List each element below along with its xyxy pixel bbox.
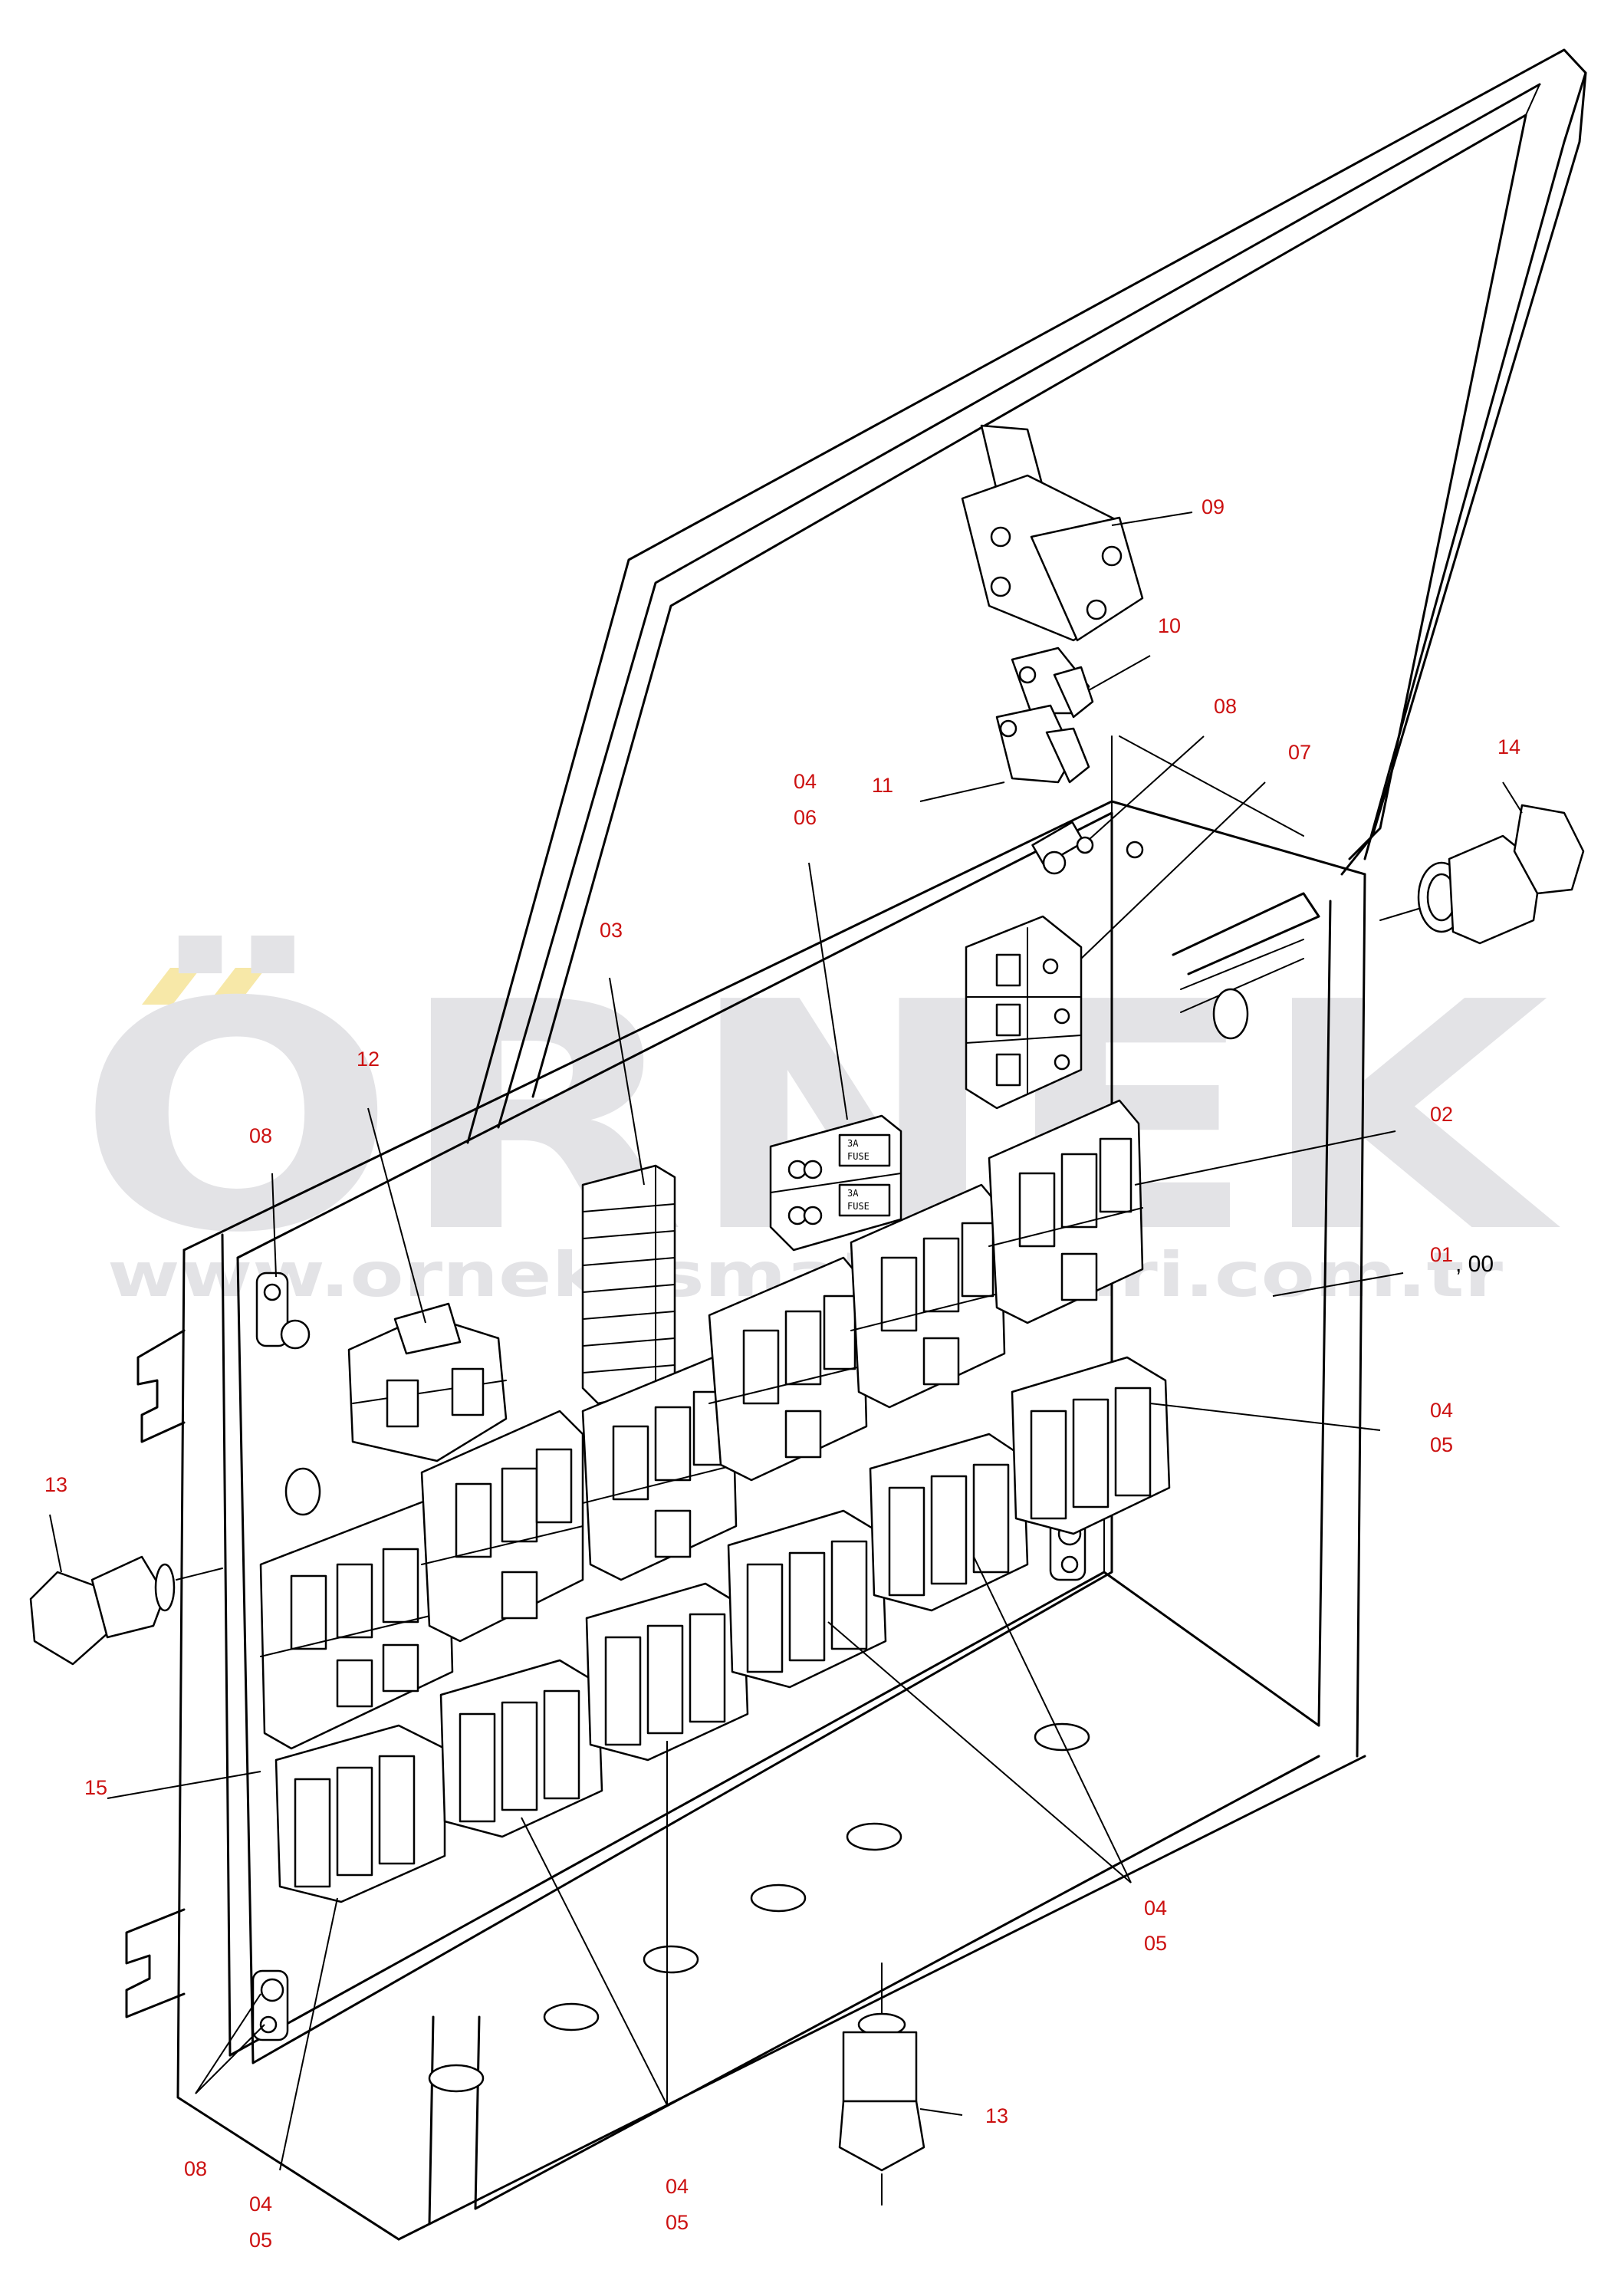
relay-base xyxy=(420,1410,584,1643)
cable-gland-13-bottom xyxy=(838,1962,925,2206)
callout-06: 06 xyxy=(794,806,817,829)
callout-01: 01 xyxy=(1430,1243,1453,1266)
callout-03: 03 xyxy=(600,919,623,942)
callout-04-bc: 04 xyxy=(666,2175,689,2198)
callout-05-right: 05 xyxy=(1430,1433,1453,1456)
leader-04-05-bl xyxy=(279,1897,338,2171)
leader-10 xyxy=(1088,655,1151,691)
terminal-strip-03 xyxy=(581,1164,676,1405)
base-hole xyxy=(428,2064,485,2093)
terminal-block-07 xyxy=(965,915,1083,1110)
leader-13-left xyxy=(49,1514,62,1573)
cable-gland-14 xyxy=(1379,804,1585,945)
leader-01 xyxy=(1272,1272,1404,1297)
callout-08-top: 08 xyxy=(1214,695,1237,718)
leader-08-left xyxy=(271,1173,277,1278)
callout-05-bc: 05 xyxy=(666,2211,689,2234)
watermark-accent-right xyxy=(207,968,266,1005)
callout-10: 10 xyxy=(1158,614,1181,637)
mounting-screw-bottom xyxy=(251,1969,289,2041)
relay-base xyxy=(988,1099,1144,1324)
relay-group xyxy=(439,1659,603,1838)
relay-group xyxy=(1011,1356,1171,1535)
leader-12 xyxy=(367,1107,426,1324)
toggle-switch-10 xyxy=(1011,646,1094,719)
leader-03 xyxy=(609,977,645,1186)
base-hole xyxy=(543,2002,600,2031)
leader-lines xyxy=(49,512,1523,2171)
leader-11 xyxy=(919,781,1005,802)
relay-base xyxy=(850,1183,1006,1409)
mounting-bracket-upper xyxy=(136,1329,186,1443)
fuse-holder-pair: 3A FUSE 3A FUSE xyxy=(769,1114,902,1252)
callouts: 09 10 08 07 14 11 04 06 03 12 08 02 01 ,… xyxy=(44,495,1520,2252)
watermark-accent-left xyxy=(142,968,201,1005)
callout-12: 12 xyxy=(357,1048,380,1071)
callout-08-left: 08 xyxy=(249,1124,272,1147)
relay-base xyxy=(259,1498,454,1750)
fuse-rating: 3A xyxy=(847,1138,859,1149)
leader-02 xyxy=(1134,1130,1396,1186)
callout-09: 09 xyxy=(1202,495,1225,518)
relay-group xyxy=(869,1433,1029,1612)
side-hole xyxy=(284,1467,321,1516)
mounting-screw-left xyxy=(255,1272,311,1350)
callout-07: 07 xyxy=(1288,741,1311,764)
relays xyxy=(275,1356,1171,1903)
callout-14: 14 xyxy=(1497,735,1520,758)
callout-08-bottom: 08 xyxy=(184,2157,207,2180)
callout-04-bl: 04 xyxy=(249,2193,272,2216)
leader-04-05-right xyxy=(1149,1403,1381,1431)
callout-15: 15 xyxy=(84,1776,107,1799)
fuse-rating: 3A xyxy=(847,1188,859,1199)
callout-04-right: 04 xyxy=(1430,1399,1453,1422)
base-holes xyxy=(284,988,1249,2093)
callout-02: 02 xyxy=(1430,1103,1453,1126)
callout-11: 11 xyxy=(872,774,893,797)
relay-group xyxy=(585,1582,749,1762)
base-hole xyxy=(750,1883,807,1913)
box-lid xyxy=(466,48,1587,1144)
callout-05-bl: 05 xyxy=(249,2229,272,2252)
leader-14 xyxy=(1502,781,1523,814)
base-hole xyxy=(846,1822,902,1851)
callout-13-bottom: 13 xyxy=(985,2104,1008,2127)
callout-04-mid: 04 xyxy=(1144,1897,1167,1920)
toggle-switch-11 xyxy=(995,704,1090,784)
leader-08-bottom-b xyxy=(195,2024,265,2094)
leader-08-bottom-a xyxy=(195,1993,261,2094)
leader-07 xyxy=(1080,781,1266,959)
leader-08-top xyxy=(1088,735,1205,841)
base-hole xyxy=(1034,1722,1090,1752)
leader-04-05-bc-a xyxy=(521,1817,668,2106)
callout-00: , 00 xyxy=(1455,1252,1494,1277)
fuse-word: FUSE xyxy=(847,1201,870,1212)
cable-gland-13-left xyxy=(29,1555,223,1666)
relay-base xyxy=(581,1356,738,1581)
mounting-bracket-lower xyxy=(125,1908,186,2018)
callout-13-left: 13 xyxy=(44,1473,67,1496)
watermark: ÖRNEK www.orneklismatbaalari.com.tr xyxy=(77,933,1563,1311)
side-hole xyxy=(1212,988,1249,1040)
callout-05-mid: 05 xyxy=(1144,1932,1167,1955)
relay-bases xyxy=(259,1099,1144,1750)
leader-04-05-mid-b xyxy=(973,1556,1132,1883)
leader-04-05-mid-a xyxy=(827,1621,1132,1883)
leader-15 xyxy=(107,1771,261,1799)
relay-group xyxy=(275,1724,446,1903)
leader-04-06 xyxy=(808,862,848,1120)
push-switch-12 xyxy=(347,1302,508,1462)
callout-04-top: 04 xyxy=(794,770,817,793)
leader-13-bottom xyxy=(919,2108,963,2116)
leader-09 xyxy=(1111,512,1193,526)
relay-group xyxy=(727,1509,887,1689)
mounting-screw-top xyxy=(1031,821,1144,875)
fuse-word: FUSE xyxy=(847,1151,870,1162)
base-hole xyxy=(643,1945,699,1974)
rotary-switch xyxy=(961,424,1144,642)
